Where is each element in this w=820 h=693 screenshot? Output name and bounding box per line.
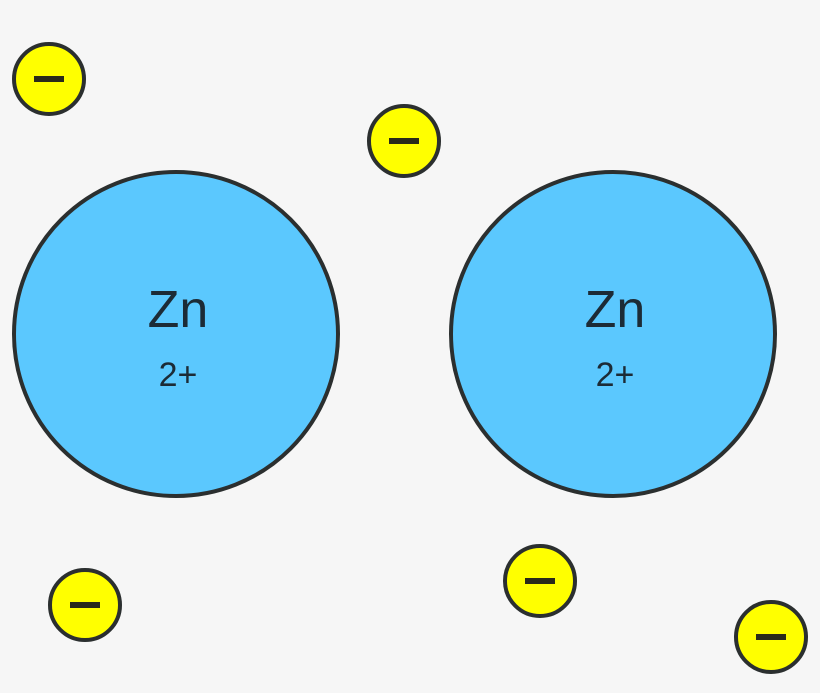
electron <box>734 600 808 674</box>
electron <box>48 568 122 642</box>
ion-symbol: Zn <box>585 281 646 339</box>
zinc-ion: Zn 2+ <box>449 170 777 498</box>
ion-circle <box>449 170 777 498</box>
ion-circle <box>12 170 340 498</box>
minus-icon <box>756 634 786 640</box>
minus-icon <box>70 602 100 608</box>
electron <box>367 104 441 178</box>
zinc-ion: Zn 2+ <box>12 170 340 498</box>
ion-symbol: Zn <box>148 281 209 339</box>
minus-icon <box>34 76 64 82</box>
minus-icon <box>525 578 555 584</box>
minus-icon <box>389 138 419 144</box>
ion-charge: 2+ <box>596 356 635 394</box>
electron <box>12 42 86 116</box>
electron <box>503 544 577 618</box>
ion-charge: 2+ <box>159 356 198 394</box>
